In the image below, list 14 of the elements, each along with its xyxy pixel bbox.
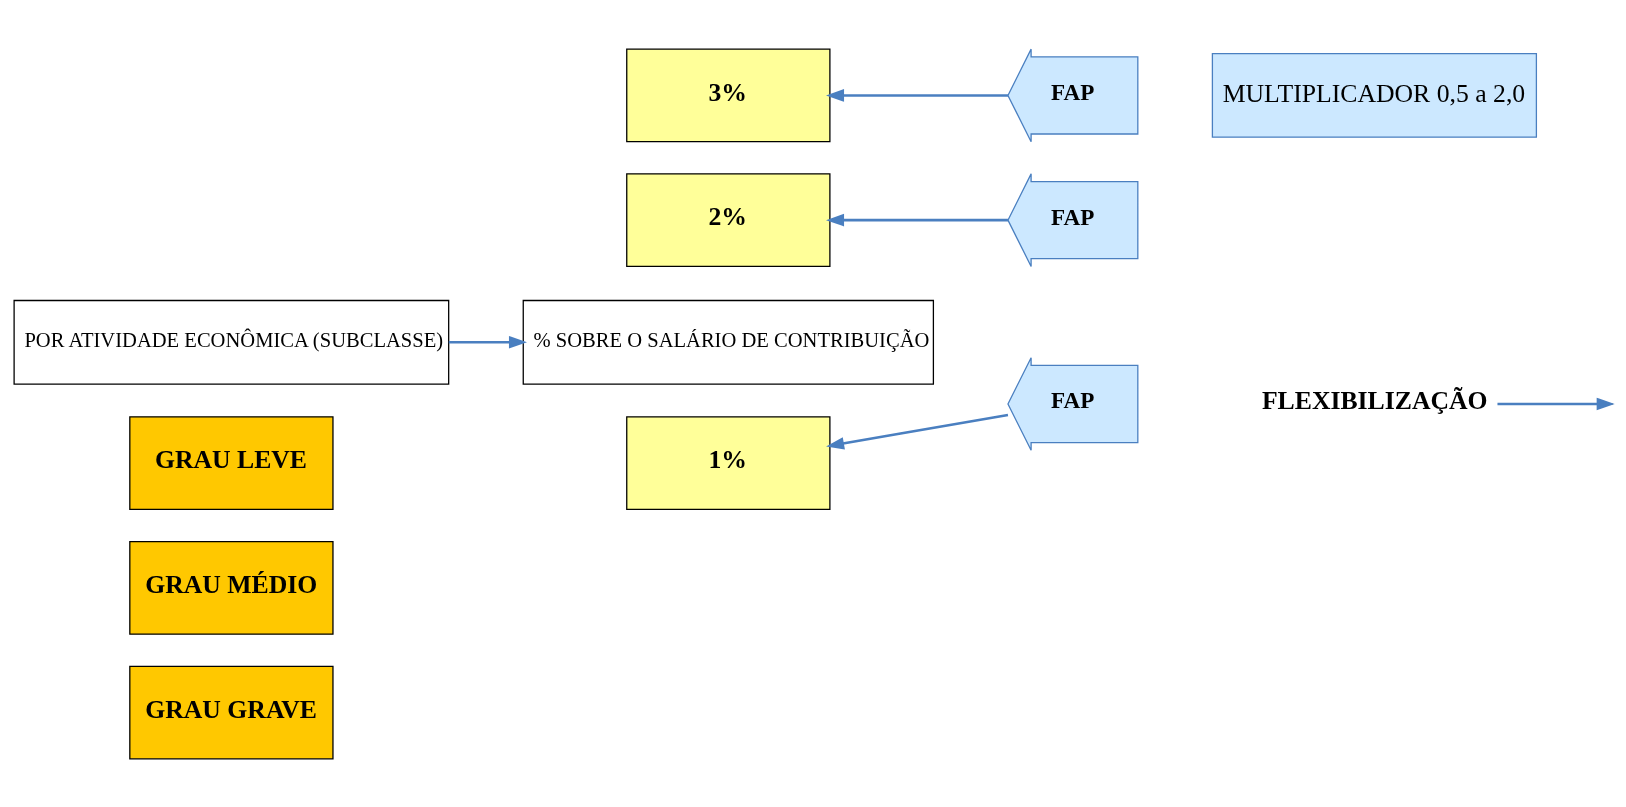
- arrow: [448, 335, 527, 349]
- node-box: MULTIPLICADOR 0,5 a 2,0: [1211, 52, 1538, 138]
- node-box: 3%: [626, 48, 831, 142]
- node-box: 1%: [626, 415, 831, 510]
- arrow: [826, 88, 1008, 102]
- node-box: 2%: [626, 172, 831, 267]
- node-box: % SOBRE O SALÁRIO DE CONTRIBUIÇÃO: [522, 299, 935, 385]
- node-box: GRAU GRAVE: [129, 665, 334, 759]
- node-box: GRAU LEVE: [129, 415, 334, 510]
- node-box: POR ATIVIDADE ECONÔMICA (SUBCLASSE): [13, 299, 450, 385]
- arrow: [826, 413, 1009, 450]
- arrow: [826, 213, 1008, 226]
- node-box: GRAU MÉDIO: [129, 540, 334, 635]
- node-text: FLEXIBILIZAÇÃO: [1261, 385, 1488, 415]
